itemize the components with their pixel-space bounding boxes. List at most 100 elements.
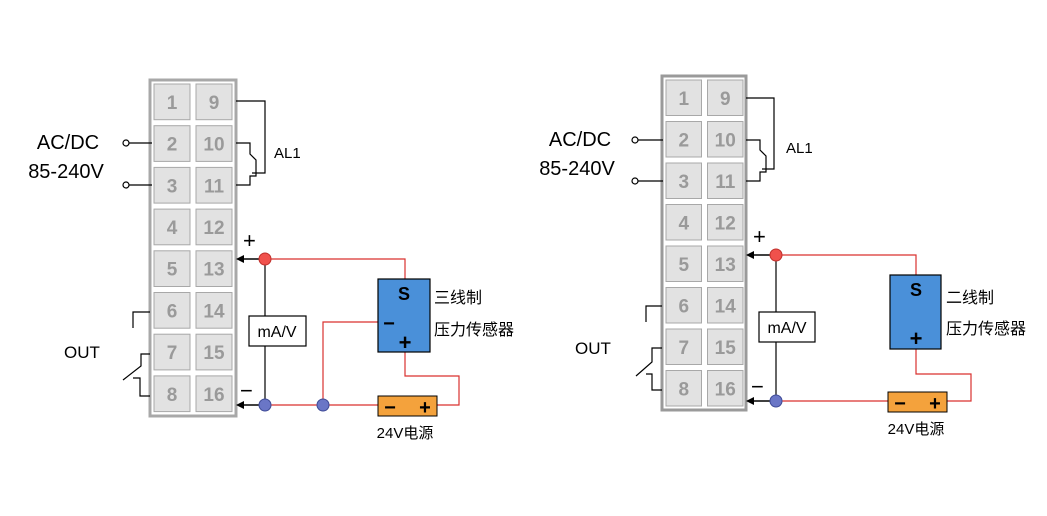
terminal-cell: [195, 166, 233, 204]
alarm-relay: AL1: [236, 100, 301, 186]
terminal-cell: [195, 125, 233, 162]
power-supply-24v: − + 24V电源: [377, 395, 438, 442]
output-relay: OUT: [575, 305, 662, 391]
terminal-number: 5: [678, 255, 689, 276]
supply-label: 24V电源: [888, 421, 945, 438]
terminal-number: 2: [167, 135, 178, 156]
meter-box: mA/V: [248, 315, 307, 347]
terminal-number: 4: [678, 213, 689, 234]
terminal-number: 9: [720, 89, 731, 110]
terminal-number: 12: [203, 218, 224, 239]
terminal-cell: [707, 79, 744, 116]
power-input: AC/DC 85-240V: [28, 132, 152, 189]
terminal-number: 8: [167, 385, 178, 406]
terminal-number: 6: [678, 296, 689, 317]
alarm-label: AL1: [786, 140, 813, 157]
terminal-cell: [707, 370, 744, 407]
power-input: AC/DC 85-240V: [539, 129, 663, 185]
meter-label: mA/V: [767, 320, 806, 337]
terminal-number: 16: [203, 385, 224, 406]
node-minus: [769, 394, 783, 408]
minus-label: −: [240, 378, 253, 403]
output-relay: OUT: [64, 311, 150, 397]
sensor-name-line1: 三线制: [434, 289, 482, 307]
sensor-name-line2: 压力传感器: [946, 320, 1026, 338]
terminal-number: 6: [167, 301, 178, 322]
terminal-cell: [153, 208, 191, 246]
terminal-number: 7: [167, 343, 178, 364]
terminal-cell: [707, 287, 744, 324]
terminal-cell: [665, 287, 702, 324]
node-plus: [258, 252, 272, 266]
terminal-cell: [153, 333, 191, 371]
terminal-cell: [707, 204, 744, 241]
meter-box: mA/V: [758, 311, 816, 343]
terminal-cell: [665, 79, 702, 116]
terminal-number: 3: [167, 176, 178, 197]
sensor-name-line1: 二线制: [946, 289, 994, 307]
power-label-line2: 85-240V: [28, 161, 104, 183]
terminal-number: 2: [678, 130, 689, 151]
terminal-cell: [707, 121, 744, 158]
out-label: OUT: [575, 339, 611, 358]
terminal-cell: [665, 121, 702, 158]
terminal-cell: [195, 83, 233, 121]
terminal-cell: [153, 166, 191, 204]
terminal-cell: [665, 245, 702, 282]
node-sensor-minus: [316, 398, 330, 412]
terminal-cell: [153, 375, 191, 413]
terminal-number: 5: [167, 260, 178, 281]
sensor-s-label: S: [398, 284, 410, 304]
terminal-cell: [707, 162, 744, 199]
terminal-cell: [195, 250, 233, 288]
power-label-line1: AC/DC: [549, 129, 611, 151]
terminal-number: 15: [203, 343, 225, 364]
terminal-cell: [195, 208, 233, 246]
plus-label: +: [243, 228, 256, 253]
pressure-sensor: S + 二线制 压力传感器: [889, 274, 1026, 351]
minus-label: −: [751, 374, 764, 399]
power-terminal-n: [122, 181, 130, 189]
terminal-number: 10: [715, 130, 736, 151]
terminal-cell: [195, 375, 233, 413]
alarm-relay: AL1: [746, 97, 813, 182]
terminal-cell: [153, 250, 191, 288]
terminal-cell: [665, 162, 702, 199]
terminal-number: 16: [715, 379, 736, 400]
terminal-number: 1: [678, 89, 689, 110]
plus-label: +: [753, 224, 766, 249]
node-plus: [769, 248, 783, 262]
terminal-number: 11: [715, 172, 736, 193]
sensor-minus-label: −: [383, 313, 395, 335]
terminal-cell: [195, 333, 233, 371]
node-minus: [258, 398, 272, 412]
terminal-number: 11: [204, 176, 225, 197]
terminal-number: 4: [167, 218, 178, 239]
sensor-plus-label: +: [399, 330, 412, 355]
terminal-number: 8: [678, 379, 689, 400]
sensor-name-line2: 压力传感器: [434, 321, 514, 339]
terminal-number: 3: [678, 172, 689, 193]
supply-plus-label: +: [929, 393, 941, 415]
terminal-cell: [707, 328, 744, 365]
terminal-cell: [195, 292, 233, 329]
terminal-number: 14: [715, 296, 737, 317]
terminal-cell: [153, 125, 191, 162]
terminal-number: 12: [715, 213, 736, 234]
sensor-plus-label: +: [910, 326, 923, 351]
meter-label: mA/V: [257, 324, 296, 341]
power-terminal-l: [122, 139, 130, 147]
terminal-cell: [665, 204, 702, 241]
supply-minus-label: −: [894, 393, 906, 415]
power-terminal-l: [631, 136, 639, 144]
terminal-number: 13: [203, 260, 224, 281]
supply-minus-label: −: [384, 397, 396, 419]
out-label: OUT: [64, 343, 100, 362]
wiring: [746, 251, 972, 405]
terminal-number: 7: [678, 338, 689, 359]
power-terminal-n: [631, 177, 639, 185]
terminal-number: 9: [209, 93, 220, 114]
